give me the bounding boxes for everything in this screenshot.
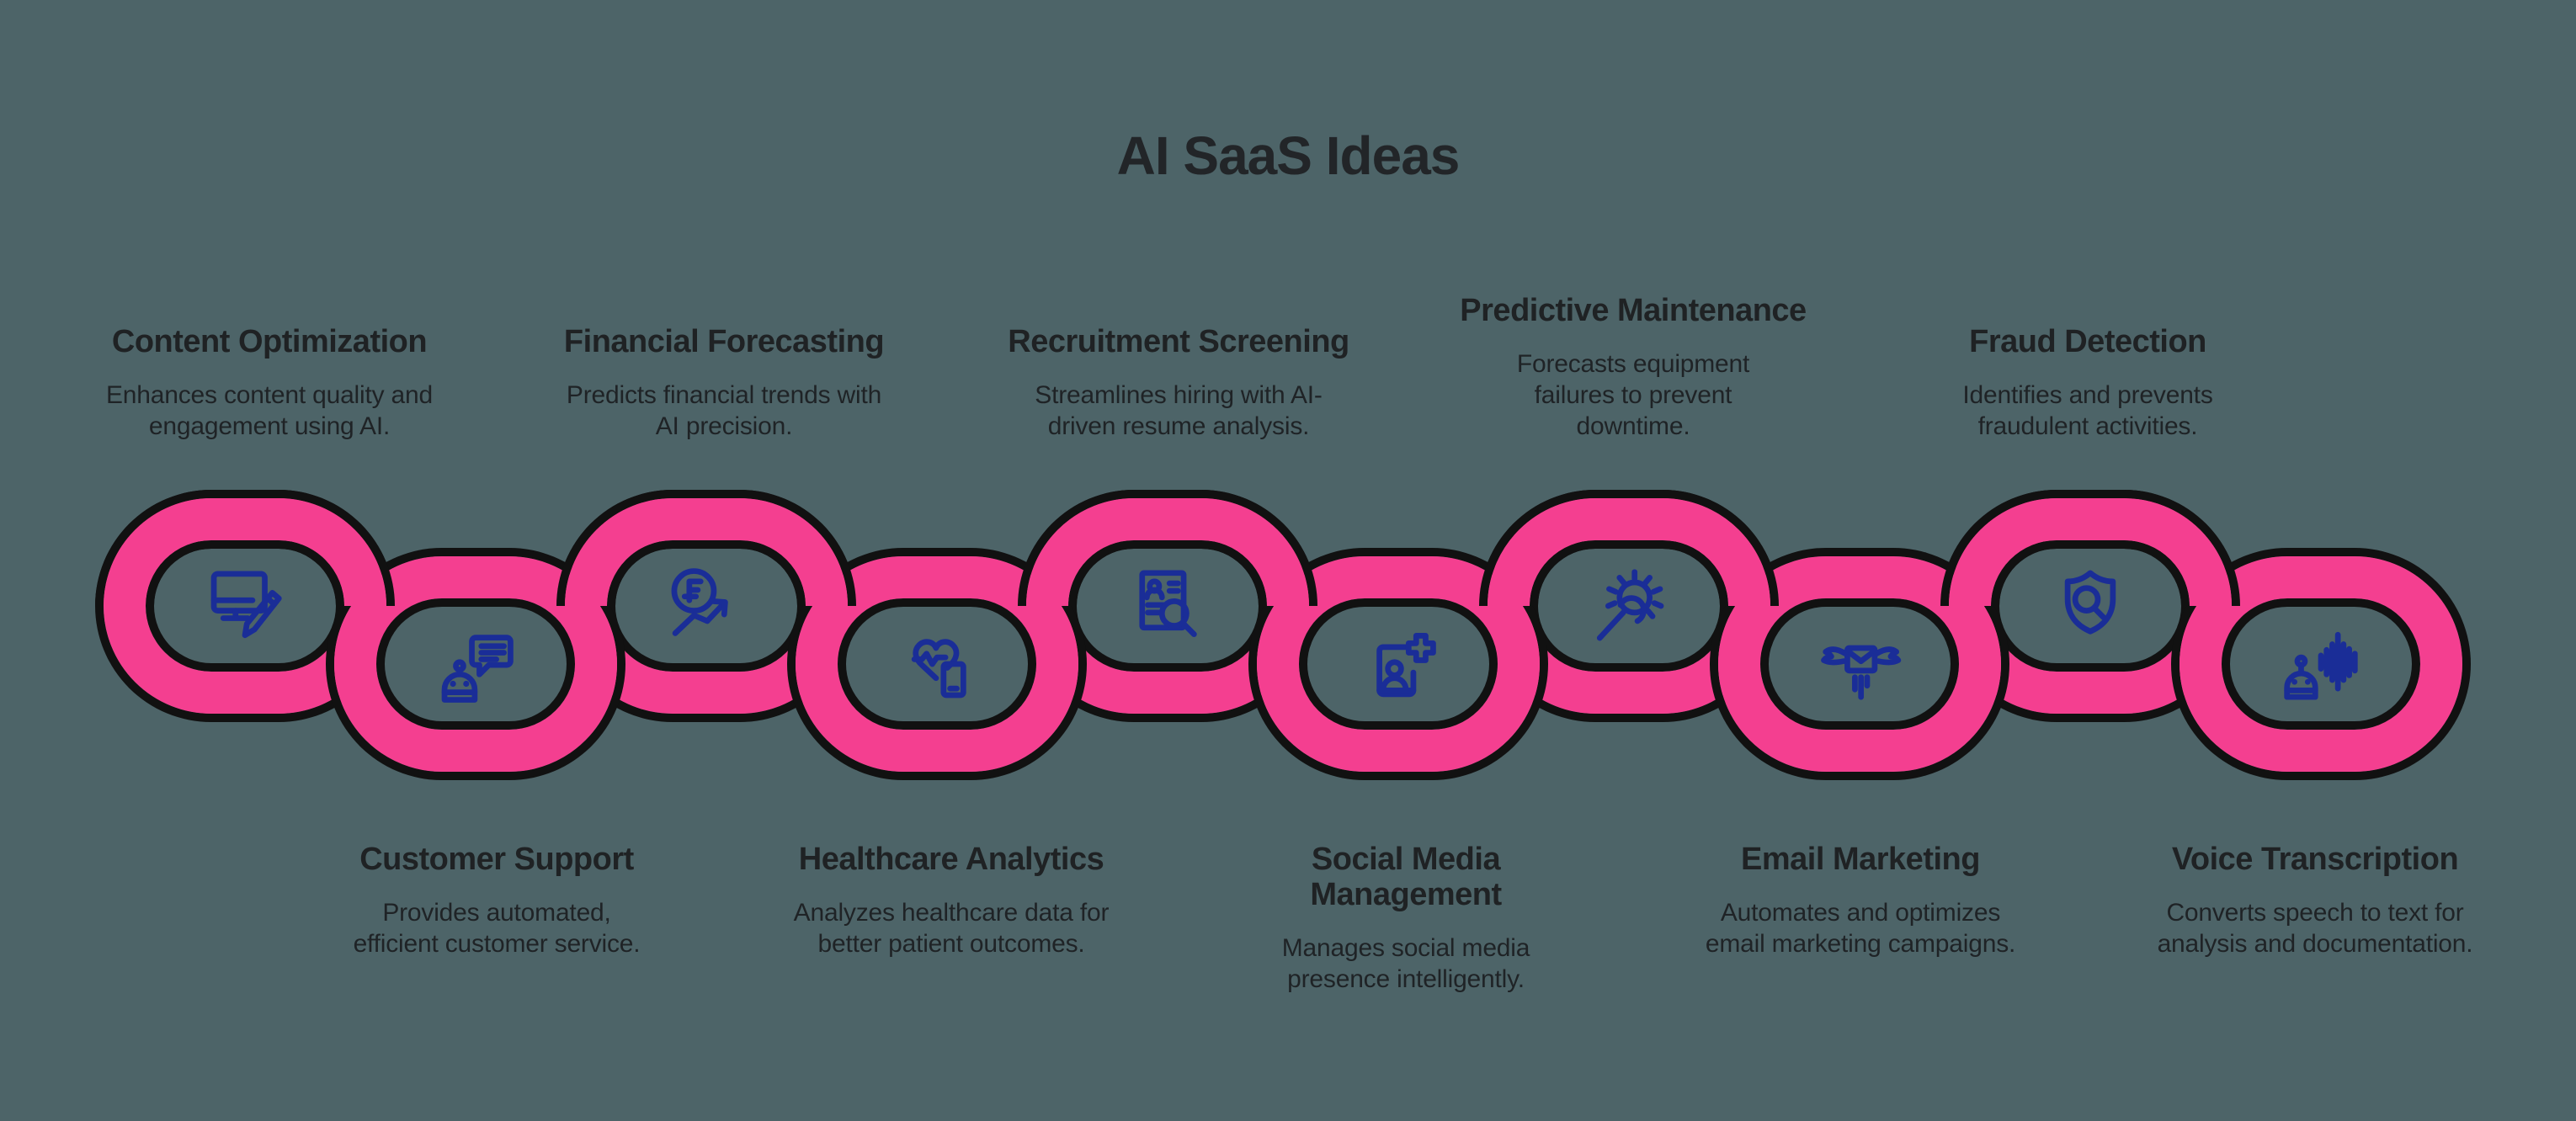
item-description: Converts speech to text for analysis and… [2157,899,2473,958]
item-predictive-maintenance: Predictive Maintenance Forecasts equipme… [1397,293,1869,442]
item-description: Forecasts equipment failures to prevent … [1516,350,1750,440]
shield-magnifier-icon [2043,559,2137,653]
robot-voice-waves-icon [2274,617,2368,711]
item-description: Predicts financial trends with AI precis… [566,381,882,440]
item-description: Enhances content quality and engagement … [105,381,434,440]
item-content-optimization: Content Optimization Enhances content qu… [34,324,505,442]
item-description: Streamlines hiring with AI-driven resume… [1035,381,1323,440]
item-title: Recruitment Screening [1008,324,1349,359]
item-title: Social Media Management [1310,842,1502,912]
item-email-marketing: Email Marketing Automates and optimizes … [1625,842,2096,959]
item-title: Healthcare Analytics [798,842,1104,877]
item-description: Provides automated, efficient customer s… [353,899,641,958]
item-description: Manages social media presence intelligen… [1281,934,1530,993]
item-healthcare-analytics: Healthcare Analytics Analyzes healthcare… [716,842,1187,959]
item-description: Identifies and prevents fraudulent activ… [1962,381,2213,440]
item-title: Email Marketing [1741,842,1980,877]
winged-envelope-icon [1812,617,1907,711]
item-financial-forecasting: Financial Forecasting Predicts financial… [488,324,960,442]
item-title: Financial Forecasting [563,324,885,359]
coin-trend-arrow-icon [659,559,753,653]
profile-plus-icon [1351,617,1445,711]
item-title: Fraud Detection [1969,324,2206,359]
item-fraud-detection: Fraud Detection Identifies and prevents … [1852,324,2323,442]
page-title: AI SaaS Ideas [1116,125,1461,186]
item-title: Predictive Maintenance [1460,293,1807,328]
item-title: Customer Support [359,842,634,877]
item-title: Voice Transcription [2171,842,2459,877]
item-description: Analyzes healthcare data for better pati… [793,899,1110,958]
item-customer-support: Customer Support Provides automated, eff… [261,842,732,959]
item-voice-transcription: Voice Transcription Converts speech to t… [2079,842,2551,959]
robot-chat-bubble-icon [428,617,523,711]
gear-wrench-icon [1582,559,1676,653]
monitor-pencil-icon [198,559,292,653]
item-social-media-management: Social Media Management Manages social m… [1170,842,1642,995]
item-description: Automates and optimizes email marketing … [1705,899,2016,958]
heart-pulse-phone-icon [890,617,984,711]
item-title: Content Optimization [111,324,428,359]
item-recruitment-screening: Recruitment Screening Streamlines hiring… [943,324,1414,442]
resume-magnifier-icon [1120,559,1215,653]
